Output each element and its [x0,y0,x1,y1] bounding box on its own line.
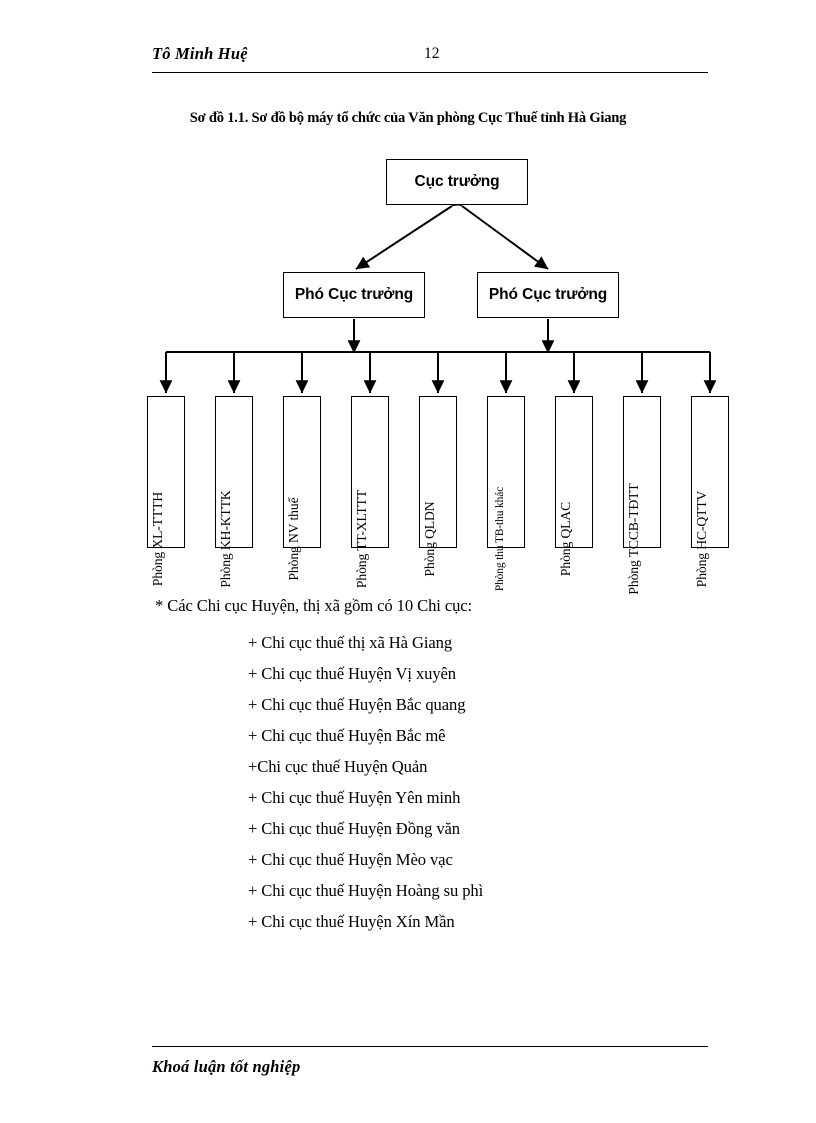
org-node-department-4-label: Phòng TT-XLTTT [354,489,369,589]
org-node-department-5: Phòng QLDN [419,396,457,576]
note-list: + Chi cục thuế thị xã Hà Giang + Chi cục… [248,627,708,937]
org-node-department-9: Phòng HC-QTTV [691,396,729,587]
list-item: + Chi cục thuế Huyện Đồng văn [248,819,460,838]
org-node-deputy-2-label: Phó Cục trưởng [488,286,608,303]
org-node-department-6: Phòng thu TB-thu khác [487,396,525,591]
org-node-department-3-label: Phòng NV thuế [286,497,301,581]
org-node-department-2: Phòng KH-KTTK [215,396,253,588]
header-author: Tô Minh Huệ [152,44,248,63]
org-node-department-5-label: Phòng QLDN [422,501,437,577]
org-node-department-9-label: Phòng HC-QTTV [694,490,709,588]
header-page-number: 12 [424,45,440,62]
note-lead: * Các Chi cục Huyện, thị xã gồm có 10 Ch… [155,596,473,615]
org-node-director: Cục trưởng [386,159,528,205]
org-node-department-7-label: Phòng QLAC [558,501,573,577]
org-node-department-1-label: Phòng XL-TTTH [150,491,165,587]
list-item: + Chi cục thuế Huyện Vị xuyên [248,664,457,683]
org-node-department-4: Phòng TT-XLTTT [351,396,389,588]
org-node-department-6-label: Phòng thu TB-thu khác [494,486,506,592]
org-node-department-8-label: Phòng TCCB-TĐTT [626,483,641,595]
org-node-director-label: Cục trưởng [414,173,500,190]
org-node-department-2-label: Phòng KH-KTTK [218,490,233,588]
figure-caption: Sơ đồ 1.1. Sơ đồ bộ máy tổ chức của Văn … [189,110,627,126]
org-node-deputy-2: Phó Cục trưởng [477,272,619,318]
org-node-department-1: Phòng XL-TTTH [147,396,185,586]
org-node-deputy-1-label: Phó Cục trưởng [294,286,414,303]
org-node-department-7: Phòng QLAC [555,396,593,576]
org-node-department-3: Phòng NV thuế [283,396,321,581]
list-item: + Chi cục thuế Huyện Bắc mê [248,726,446,745]
footer-divider [152,1046,708,1047]
list-item: + Chi cục thuế thị xã Hà Giang [248,633,453,652]
footer-text: Khoá luận tốt nghiệp [152,1057,301,1076]
list-item: + Chi cục thuế Huyện Mèo vạc [248,850,453,869]
list-item: +Chi cục thuế Huyện Quản [248,757,428,776]
page-header: Tô Minh Huệ 12 [152,44,708,72]
list-item: + Chi cục thuế Huyện Yên minh [248,788,461,807]
list-item: + Chi cục thuế Huyện Xín Mần [248,912,455,931]
org-node-deputy-1: Phó Cục trưởng [283,272,425,318]
list-item: + Chi cục thuế Huyện Hoàng su phì [248,881,484,900]
list-item: + Chi cục thuế Huyện Bắc quang [248,695,466,714]
header-divider [152,72,708,73]
org-node-department-8: Phòng TCCB-TĐTT [623,396,661,595]
